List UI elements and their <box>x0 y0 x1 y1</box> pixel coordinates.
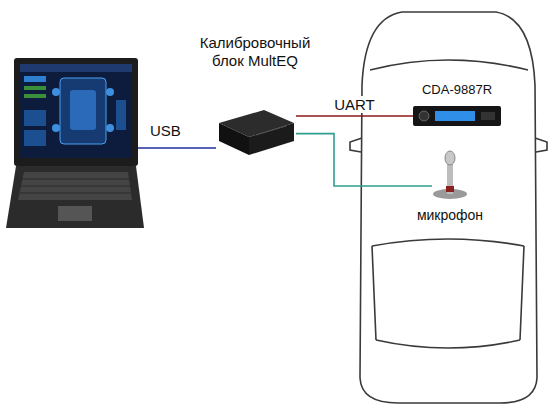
head-unit: CDA-9887R <box>402 82 512 128</box>
device-label: Калибровочный блок MultEQ <box>193 34 317 70</box>
car-outline <box>350 12 547 403</box>
device-drawing <box>216 105 296 160</box>
device-drawing <box>413 106 501 126</box>
device-icon <box>216 105 296 160</box>
laptop <box>6 58 144 228</box>
cable-label: USB <box>150 122 181 140</box>
cable-label: UART <box>332 96 377 113</box>
device-label: микрофон <box>411 207 489 224</box>
device-icon <box>432 150 468 200</box>
usb-wire <box>138 147 216 149</box>
cable <box>296 115 413 117</box>
device-drawing <box>432 150 468 200</box>
device-icon <box>413 106 501 126</box>
microphone: микрофон <box>410 150 490 230</box>
device-label: CDA-9887R <box>404 82 510 98</box>
cable <box>296 134 432 186</box>
calibration-unit: Калибровочный блок MultEQ <box>180 30 330 165</box>
